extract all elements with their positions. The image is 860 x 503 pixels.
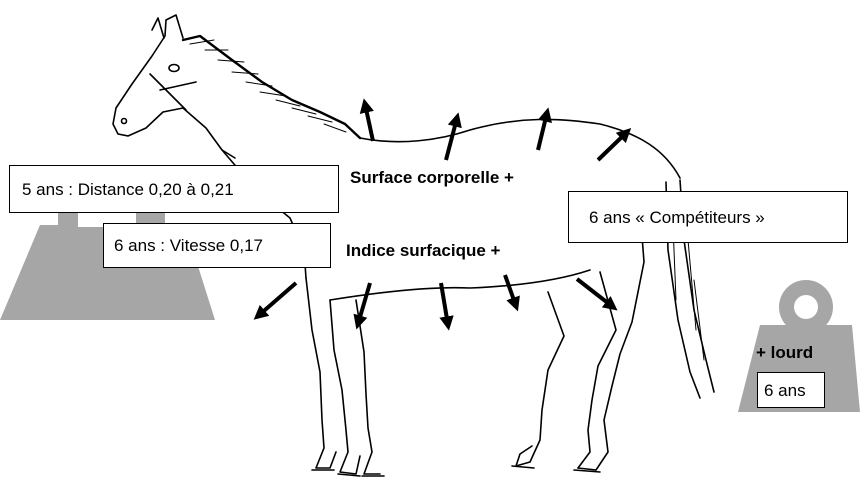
- arrow-down-4: [505, 275, 516, 306]
- arrow-down-3: [441, 283, 448, 325]
- arrow-up-1: [365, 104, 373, 141]
- distance-label-box: 5 ans : Distance 0,20 à 0,21: [9, 165, 339, 213]
- indice-surfacique-label: Indice surfacique +: [346, 242, 500, 259]
- distance-label: 5 ans : Distance 0,20 à 0,21: [22, 181, 234, 198]
- arrow-up-4: [598, 132, 627, 160]
- lourd-label: + lourd: [756, 344, 813, 361]
- six-ans-label: 6 ans: [764, 382, 806, 399]
- vitesse-label: 6 ans : Vitesse 0,17: [114, 237, 263, 254]
- arrow-down-1: [258, 283, 296, 316]
- arrow-up-2: [446, 118, 457, 160]
- arrow-down-2: [358, 283, 370, 324]
- vitesse-label-box: 6 ans : Vitesse 0,17: [103, 223, 331, 268]
- competiteurs-label: 6 ans « Compétiteurs »: [589, 209, 765, 226]
- surface-corporelle-label: Surface corporelle +: [350, 169, 514, 186]
- arrow-down-5: [577, 279, 613, 307]
- arrow-up-3: [538, 113, 547, 150]
- six-ans-label-box: 6 ans: [757, 372, 825, 408]
- competiteurs-label-box: 6 ans « Compétiteurs »: [568, 191, 848, 243]
